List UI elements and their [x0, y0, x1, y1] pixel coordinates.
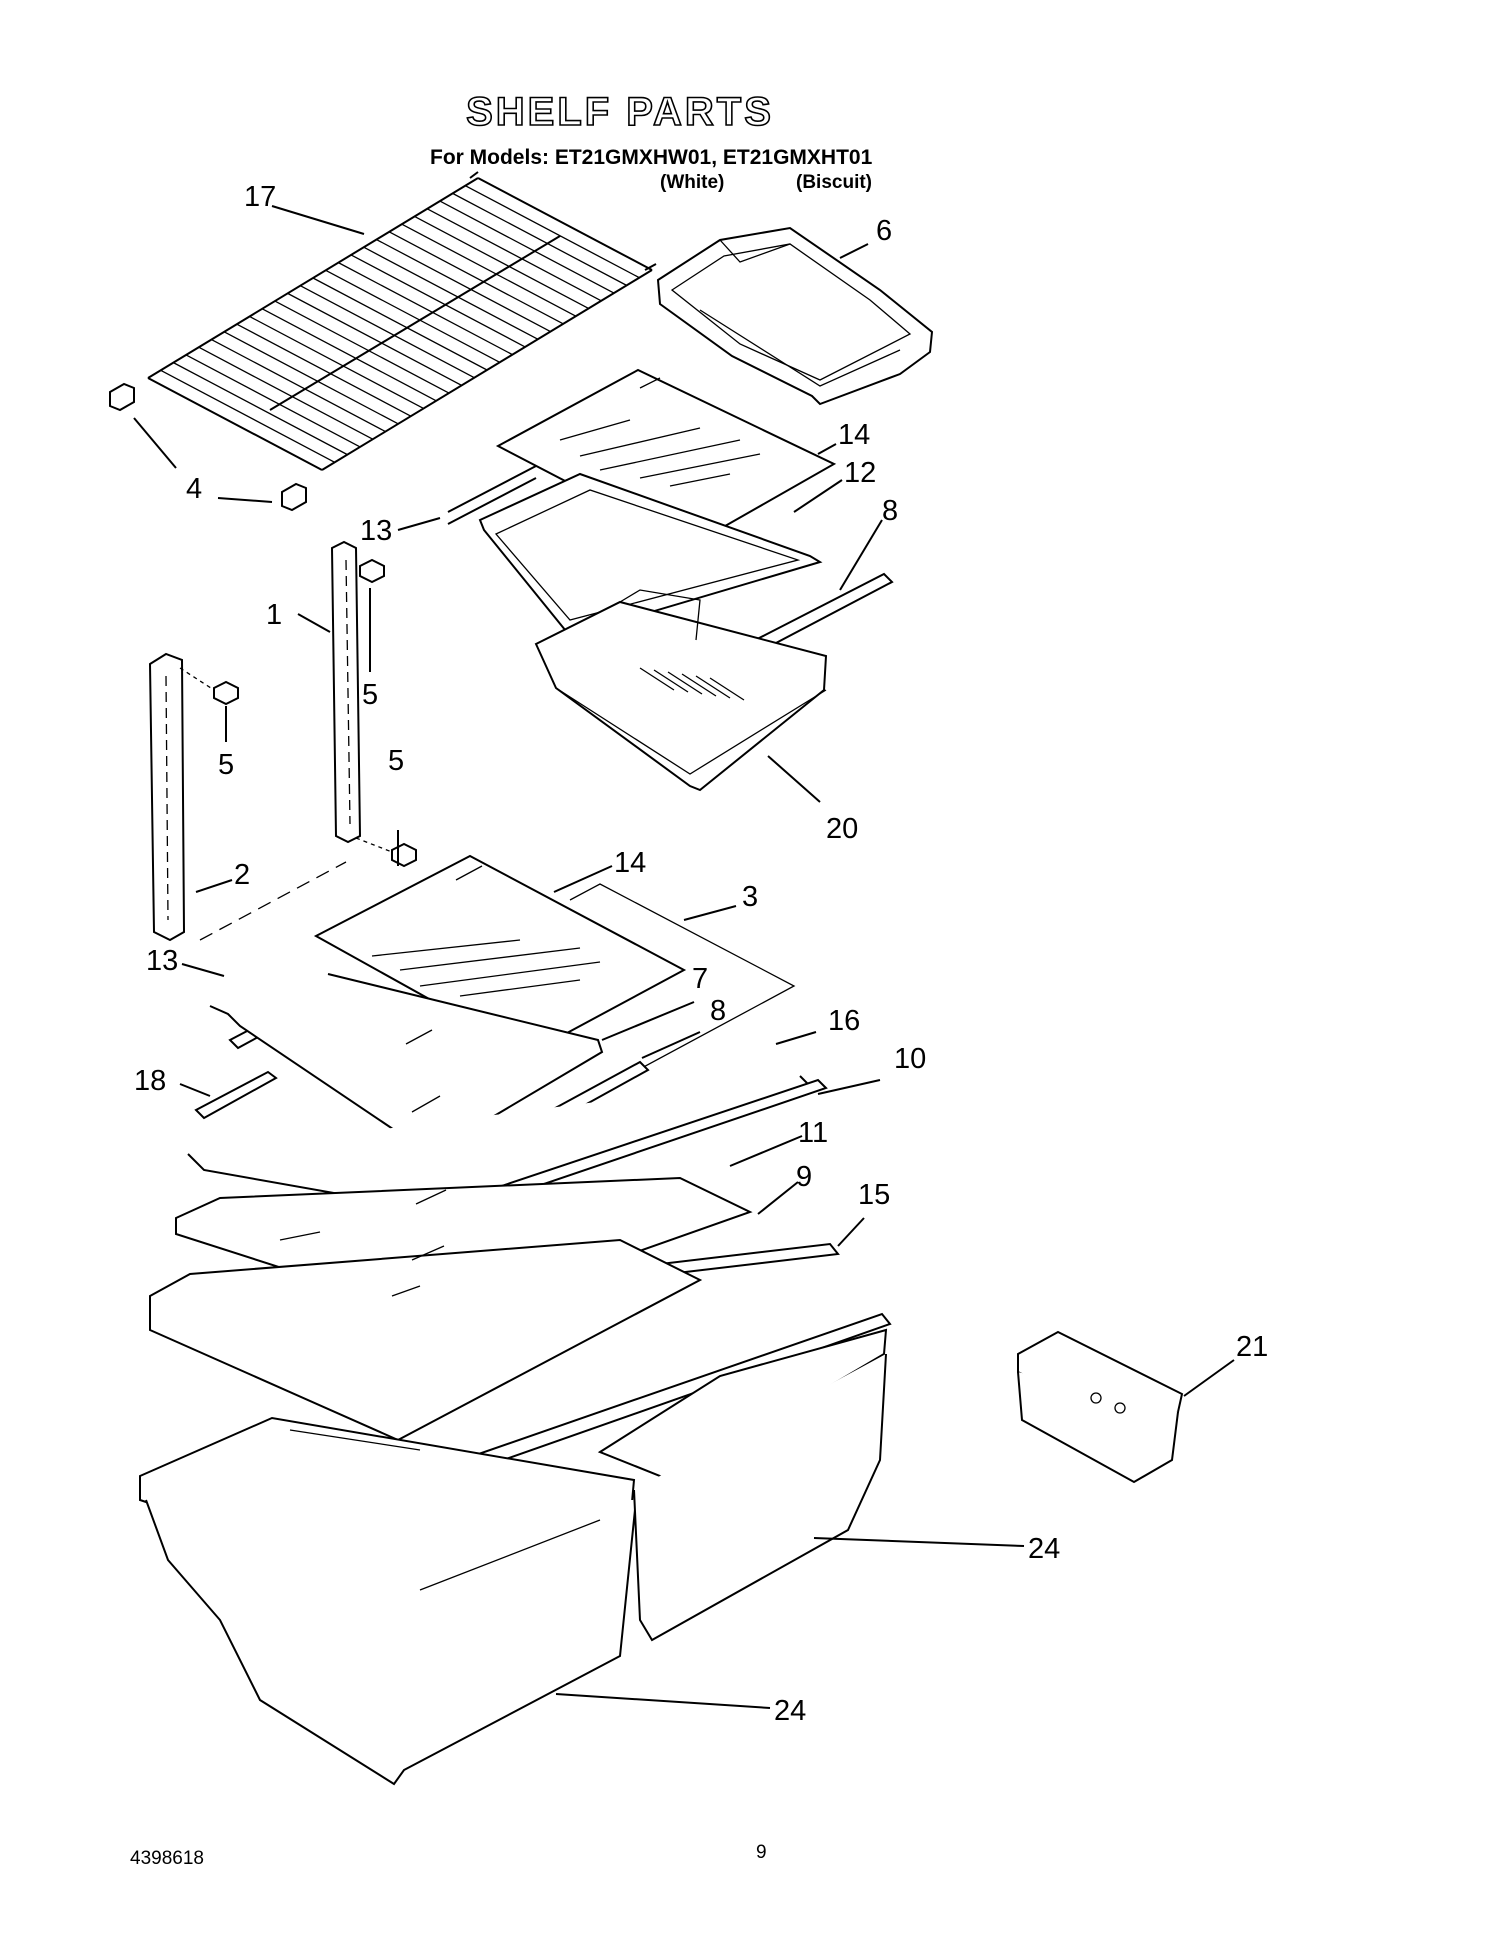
- callout-9: 9: [796, 1161, 812, 1193]
- callout-10: 10: [894, 1043, 926, 1075]
- page-title: SHELF PARTS: [465, 89, 774, 135]
- drawer-20: [534, 589, 828, 792]
- document-number: 4398618: [130, 1848, 204, 1869]
- crisper-drawers-24: [139, 1328, 888, 1786]
- callout-16: 16: [828, 1005, 860, 1037]
- callout-7: 7: [692, 963, 708, 995]
- wire-shelf-17: [147, 171, 657, 471]
- callout-2: 2: [234, 859, 250, 891]
- callout-3: 3: [742, 881, 758, 913]
- model-numbers: For Models: ET21GMXHW01, ET21GMXHT01: [430, 146, 873, 169]
- callout-8-upper: 8: [882, 495, 898, 527]
- upright-rail-1: [330, 540, 362, 844]
- callout-13-lower: 13: [146, 945, 178, 977]
- callout-6: 6: [876, 215, 892, 247]
- callout-24-right: 24: [1028, 1533, 1060, 1565]
- callout-21: 21: [1236, 1331, 1268, 1363]
- dish-21: [1017, 1330, 1184, 1484]
- shelf-assembly-lower: [149, 973, 892, 1480]
- callout-18: 18: [134, 1065, 166, 1097]
- callout-24-left: 24: [774, 1695, 806, 1727]
- callout-14-upper: 14: [838, 419, 870, 451]
- bin-6: [656, 226, 934, 406]
- callout-4: 4: [186, 473, 202, 505]
- end-caps-4: [109, 382, 307, 512]
- screws-5: [179, 558, 417, 941]
- callout-15: 15: [858, 1179, 890, 1211]
- upright-rail-2: [148, 652, 186, 942]
- callout-17: 17: [244, 181, 276, 213]
- callout-12: 12: [844, 457, 876, 489]
- shelf-frame-12: [447, 465, 823, 638]
- callout-labels: 17 6 14 12 8 4 13 1 5 5 5 20 2 14 3 7 8 …: [134, 181, 1268, 1727]
- callout-8-lower: 8: [710, 995, 726, 1027]
- leader-lines: [133, 205, 1235, 1709]
- callout-1: 1: [266, 599, 282, 631]
- page-number: 9: [756, 1842, 767, 1863]
- callout-13-upper: 13: [360, 515, 392, 547]
- callout-5-lower: 5: [388, 745, 404, 777]
- callout-20: 20: [826, 813, 858, 845]
- callout-5-upper: 5: [362, 679, 378, 711]
- callout-5-left: 5: [218, 749, 234, 781]
- callout-14-lower: 14: [614, 847, 646, 879]
- callout-11: 11: [798, 1117, 828, 1149]
- color-white-label: (White): [660, 172, 725, 193]
- color-biscuit-label: (Biscuit): [796, 172, 872, 193]
- shelf-3: [569, 883, 796, 1085]
